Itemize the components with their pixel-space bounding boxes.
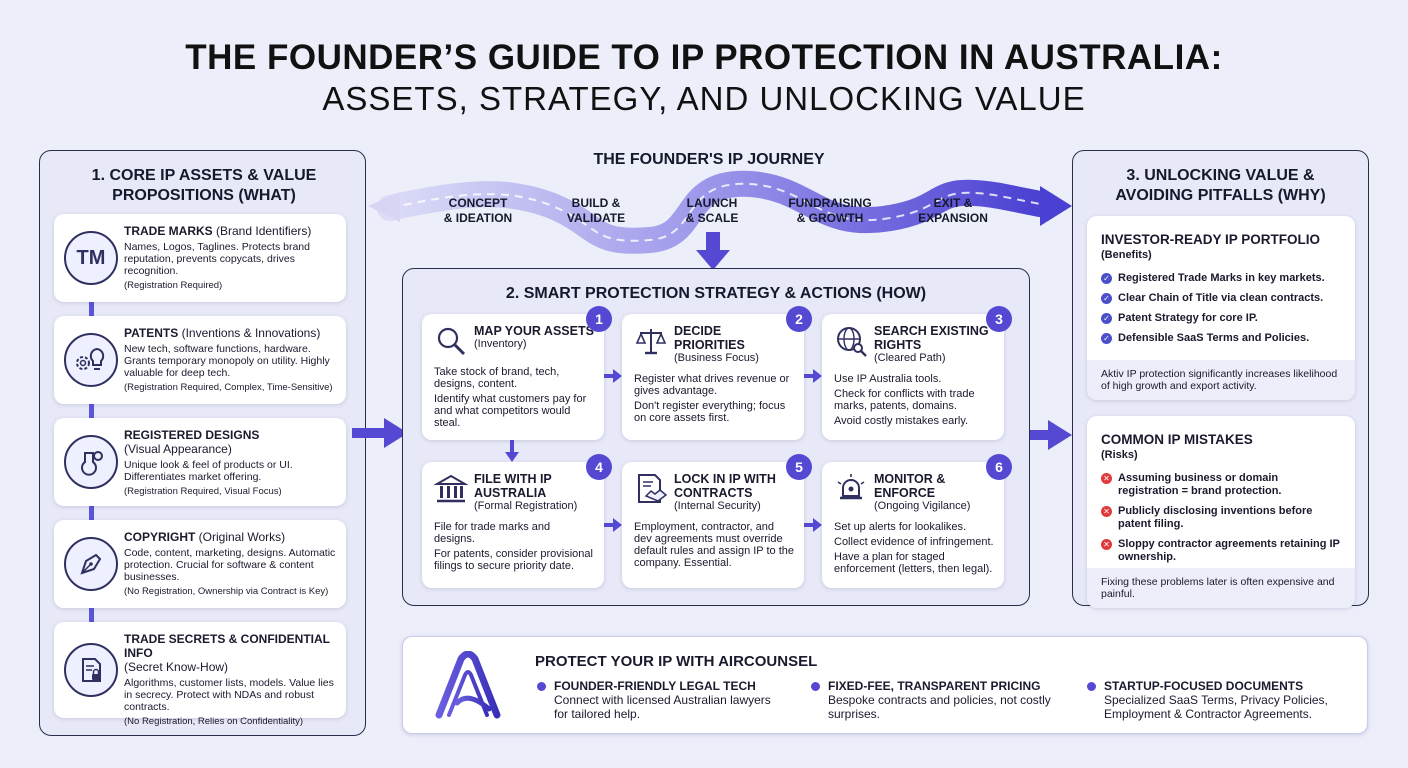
lightbulb-gear-icon <box>64 333 118 387</box>
trademark-icon: TM <box>64 231 118 285</box>
unlocking-value-heading: 3. UNLOCKING VALUE & AVOIDING PITFALLS (… <box>1115 167 1326 204</box>
mistake-item: ✕Sloppy contractor agreements retaining … <box>1101 538 1341 564</box>
x-mark-icon: ✕ <box>1101 539 1112 550</box>
alarm-bell-icon <box>837 474 865 500</box>
journey-road <box>368 170 1072 270</box>
check-icon: ✓ <box>1101 273 1112 284</box>
step-card-search-rights: 3 SEARCH EXISTING RIGHTS(Cleared Path) U… <box>822 306 1012 440</box>
arrow-right-icon <box>352 418 408 448</box>
product-shape-icon <box>64 435 118 489</box>
aircounsel-footer: PROTECT YOUR IP WITH AIRCOUNSEL FOUNDER-… <box>402 636 1368 734</box>
common-mistakes-card: COMMON IP MISTAKES (Risks) ✕Assuming bus… <box>1087 416 1355 608</box>
magnifier-icon <box>437 327 466 356</box>
step-arrow-icon <box>604 518 622 532</box>
pen-nib-icon <box>64 537 118 591</box>
x-mark-icon: ✕ <box>1101 506 1112 517</box>
step-card-monitor-enforce: 6 MONITOR & ENFORCE(Ongoing Vigilance) S… <box>822 454 1012 588</box>
step-arrow-down-icon <box>505 440 519 462</box>
asset-card-copyright: COPYRIGHT (Original Works) Code, content… <box>54 520 346 608</box>
arrow-right-icon <box>1016 420 1072 450</box>
footer-item: STARTUP-FOCUSED DOCUMENTS Specialized Sa… <box>1087 679 1357 721</box>
asset-note: (No Registration, Ownership via Contract… <box>124 586 329 597</box>
aircounsel-logo-icon <box>435 651 501 719</box>
journey-heading: THE FOUNDER'S IP JOURNEY <box>593 151 825 168</box>
globe-search-icon <box>837 327 867 357</box>
footer-item: FIXED-FEE, TRANSPARENT PRICING Bespoke c… <box>811 679 1061 721</box>
bullet-dot-icon <box>811 681 820 691</box>
asset-card-trade-secrets: TRADE SECRETS & CONFIDENTIAL INFO(Secret… <box>54 622 346 727</box>
journey-stage: CONCEPT& IDEATION <box>443 196 513 225</box>
journey-stage: EXIT &EXPANSION <box>918 196 988 225</box>
asset-card-trade-marks: TM TRADE MARKS (Brand Identifiers) Names… <box>54 214 346 302</box>
step-card-file-ip: 4 FILE WITH IP AUSTRALIA(Formal Registra… <box>422 454 612 588</box>
benefit-item: ✓Defensible SaaS Terms and Policies. <box>1101 332 1341 345</box>
step-number-badge: 2 <box>786 306 812 332</box>
check-icon: ✓ <box>1101 333 1112 344</box>
page-title: THE FOUNDER’S GUIDE TO IP PROTECTION IN … <box>185 38 1223 77</box>
step-number-badge: 1 <box>586 306 612 332</box>
check-icon: ✓ <box>1101 293 1112 304</box>
footer-item: FOUNDER-FRIENDLY LEGAL TECH Connect with… <box>537 679 777 721</box>
step-arrow-icon <box>804 518 822 532</box>
check-icon: ✓ <box>1101 313 1112 324</box>
benefit-item: ✓Clear Chain of Title via clean contract… <box>1101 292 1341 305</box>
step-arrow-icon <box>604 369 622 383</box>
asset-desc: Names, Logos, Taglines. Protects brand r… <box>124 241 310 277</box>
core-ip-assets-heading: 1. CORE IP ASSETS & VALUE PROPOSITIONS (… <box>91 167 317 204</box>
government-building-icon <box>434 474 468 503</box>
scales-icon <box>635 329 667 355</box>
step-number-badge: 3 <box>986 306 1012 332</box>
asset-desc: Algorithms, customer lists, models. Valu… <box>124 677 334 713</box>
mistake-item: ✕Assuming business or domain registratio… <box>1101 472 1341 498</box>
asset-desc: Unique look & feel of products or UI. Di… <box>124 459 293 483</box>
asset-note: (No Registration, Relies on Confidential… <box>124 716 303 727</box>
bullet-dot-icon <box>1087 681 1096 691</box>
mistake-item: ✕Publicly disclosing inventions before p… <box>1101 505 1341 531</box>
x-mark-icon: ✕ <box>1101 473 1112 484</box>
asset-desc: New tech, software functions, hardware. … <box>124 343 330 379</box>
step-card-lock-in-ip: 5 LOCK IN IP WITH CONTRACTS(Internal Sec… <box>622 454 812 588</box>
step-card-map-assets: 1 MAP YOUR ASSETS(Inventory) Take stock … <box>422 306 612 440</box>
bullet-dot-icon <box>537 681 546 691</box>
asset-card-registered-designs: REGISTERED DESIGNS(Visual Appearance) Un… <box>54 418 346 506</box>
asset-note: (Registration Required, Complex, Time-Se… <box>124 382 333 393</box>
portfolio-note: Aktiv IP protection significantly increa… <box>1087 360 1355 400</box>
investor-ready-portfolio-card: INVESTOR-READY IP PORTFOLIO (Benefits) ✓… <box>1087 216 1355 400</box>
step-number-badge: 5 <box>786 454 812 480</box>
step-card-decide-priorities: 2 DECIDE PRIORITIES(Business Focus) Regi… <box>622 306 812 440</box>
page-subtitle: ASSETS, STRATEGY, AND UNLOCKING VALUE <box>322 80 1086 117</box>
footer-heading: PROTECT YOUR IP WITH AIRCOUNSEL <box>535 653 818 670</box>
contract-handshake-icon <box>638 474 668 503</box>
journey-stage: LAUNCH& SCALE <box>685 196 739 225</box>
benefit-item: ✓Registered Trade Marks in key markets. <box>1101 272 1341 285</box>
step-number-badge: 6 <box>986 454 1012 480</box>
asset-note: (Registration Required, Visual Focus) <box>124 486 282 497</box>
step-number-badge: 4 <box>586 454 612 480</box>
journey-stage: FUNDRAISING& GROWTH <box>788 196 872 225</box>
journey-stage: BUILD &VALIDATE <box>566 196 626 225</box>
mistakes-note: Fixing these problems later is often exp… <box>1087 568 1355 608</box>
asset-desc: Code, content, marketing, designs. Autom… <box>124 547 336 583</box>
asset-card-patents: PATENTS (Inventions & Innovations) New t… <box>54 316 346 404</box>
locked-document-icon <box>64 643 118 697</box>
asset-note: (Registration Required) <box>124 280 223 291</box>
step-arrow-icon <box>804 369 822 383</box>
strategy-heading: 2. SMART PROTECTION STRATEGY & ACTIONS (… <box>505 285 927 302</box>
benefit-item: ✓Patent Strategy for core IP. <box>1101 312 1341 325</box>
